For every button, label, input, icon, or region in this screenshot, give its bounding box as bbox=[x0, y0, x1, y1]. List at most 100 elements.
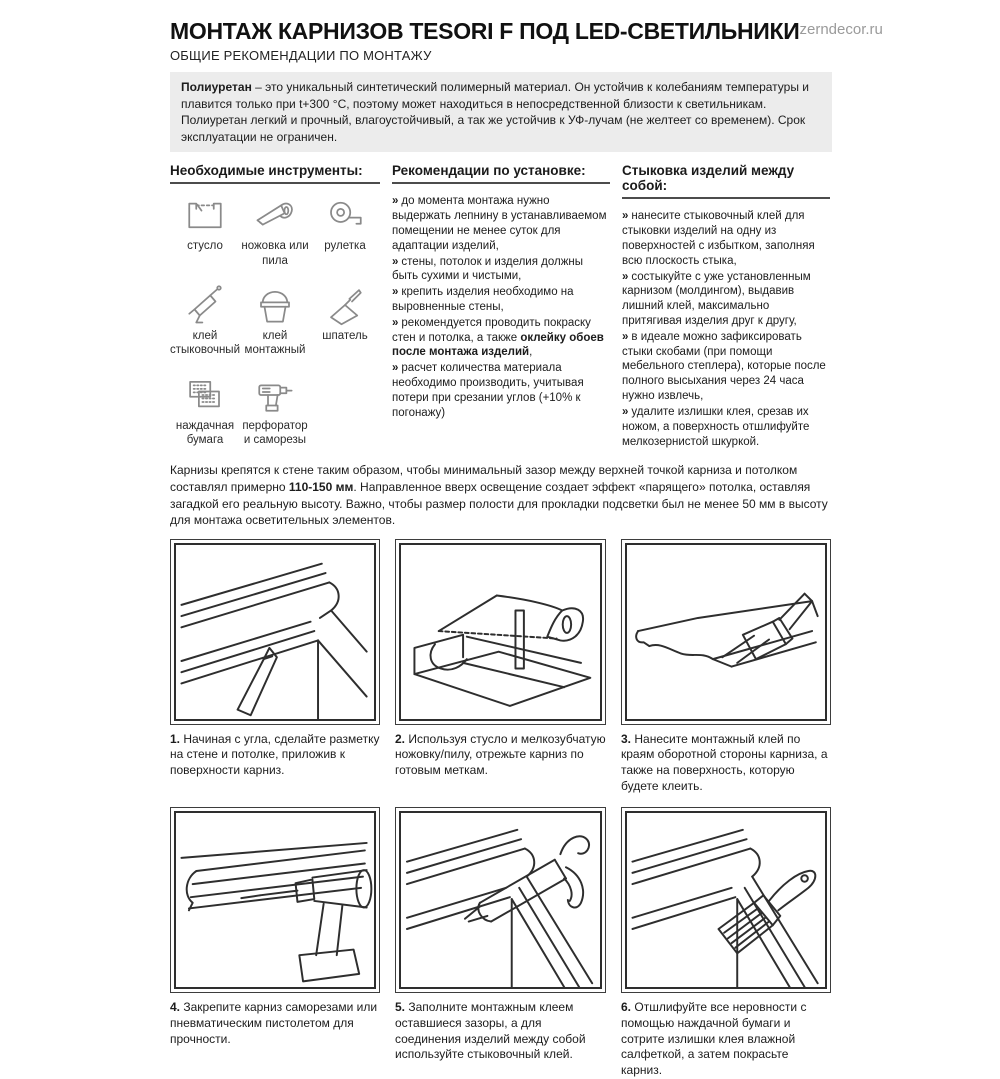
item-text: до момента монтажа нужно выдержать лепни… bbox=[392, 195, 607, 252]
bullet-icon: » bbox=[392, 286, 399, 299]
bullet-icon: » bbox=[392, 362, 399, 375]
tool-sandpaper: наждачная бумага bbox=[170, 374, 240, 448]
joining-item: »удалите излишки клея, срезав их ножом, … bbox=[622, 405, 830, 449]
recommendation-item: »до момента монтажа нужно выдержать лепн… bbox=[392, 194, 610, 253]
step-caption: 5. Заполните монтажным клеем оставшиеся … bbox=[395, 1000, 606, 1063]
tool-label: шпатель bbox=[322, 329, 368, 342]
joining-column: Стыковка изделий между собой: »нанесите … bbox=[622, 163, 830, 450]
step-3: 3. Нанесите монтажный клей по краям обор… bbox=[621, 538, 831, 795]
bullet-icon: » bbox=[622, 270, 629, 283]
item-text: удалите излишки клея, срезав их ножом, а… bbox=[622, 405, 810, 448]
header: МОНТАЖ КАРНИЗОВ TESORI F ПОД LED-СВЕТИЛЬ… bbox=[170, 18, 883, 45]
bullet-icon: » bbox=[392, 195, 399, 208]
item-text: нанесите стыковочный клей для стыковки и… bbox=[622, 210, 815, 267]
miter-box-saw-illustration bbox=[413, 594, 592, 707]
step-text: Начиная с угла, сделайте разметку на сте… bbox=[170, 731, 380, 778]
drill-icon bbox=[258, 384, 293, 412]
tool-label: рулетка bbox=[324, 240, 366, 253]
tool-tape-measure: рулетка bbox=[310, 194, 380, 268]
page-subtitle: ОБЩИЕ РЕКОМЕНДАЦИИ ПО МОНТАЖУ bbox=[170, 48, 432, 63]
item-text: расчет количества материала необходимо п… bbox=[392, 362, 584, 419]
joining-heading: Стыковка изделий между собой: bbox=[622, 163, 830, 200]
tool-miter-box: стусло bbox=[170, 194, 240, 268]
tool-label: клей монтажный bbox=[244, 329, 306, 357]
bullet-icon: » bbox=[622, 330, 629, 343]
step-2: 2. Используя стусло и мелкозубчатую ножо… bbox=[395, 538, 606, 795]
tool-handsaw: ножовка или пила bbox=[240, 194, 310, 268]
item-text: рекомендуется проводить покраску стен и … bbox=[392, 316, 591, 344]
columns: Необходимые инструменты: стусло bbox=[170, 163, 832, 450]
note-text: Карнизы крепятся к стене таким образом, … bbox=[170, 463, 798, 494]
step-caption: 4. Закрепите карниз саморезами или пневм… bbox=[170, 1000, 380, 1047]
step-2-frame bbox=[395, 538, 606, 725]
tools-grid: стусло ножовка или пила bbox=[170, 194, 380, 447]
item-text: крепить изделия необходимо на выровненны… bbox=[392, 286, 574, 313]
step-3-frame bbox=[621, 538, 831, 725]
tool-putty-knife: шпатель bbox=[310, 284, 380, 358]
miter-box-icon bbox=[188, 202, 222, 229]
sandpaper-icon bbox=[189, 380, 220, 407]
tools-heading: Необходимые инструменты: bbox=[170, 163, 380, 185]
instruction-sheet: МОНТАЖ КАРНИЗОВ TESORI F ПОД LED-СВЕТИЛЬ… bbox=[170, 18, 883, 1078]
tool-bucket: клей монтажный bbox=[240, 284, 310, 358]
step-4-frame bbox=[170, 806, 380, 993]
bullet-icon: » bbox=[392, 316, 399, 329]
item-text: состыкуйте с уже установленным карнизом … bbox=[622, 270, 811, 327]
recommendations-heading: Рекомендации по установке: bbox=[392, 163, 610, 185]
item-bold: оклейку обоев после монтажа изделий bbox=[392, 331, 604, 359]
note-tail: . Направленное вверх освещение создает э… bbox=[170, 479, 828, 528]
step-text: Используя стусло и мелкозубчатую ножовку… bbox=[395, 731, 606, 778]
tool-caulk-gun: клей стыковочный bbox=[170, 284, 240, 358]
caulk-gun-joint-illustration bbox=[405, 828, 594, 987]
handsaw-icon bbox=[256, 202, 293, 226]
item-text: в идеале можно зафиксировать стыки скоба… bbox=[622, 330, 826, 403]
step-5: 5. Заполните монтажным клеем оставшиеся … bbox=[395, 806, 606, 1079]
step-text: Закрепите карниз саморезами или пневмати… bbox=[170, 999, 378, 1046]
intro-text: – это уникальный синтетический полимерны… bbox=[181, 80, 809, 144]
step-caption: 2. Используя стусло и мелкозубчатую ножо… bbox=[395, 732, 606, 779]
paint-brush-cornice-illustration bbox=[631, 828, 819, 987]
bullet-icon: » bbox=[622, 405, 629, 418]
bullet-icon: » bbox=[622, 210, 629, 223]
recommendation-item: »расчет количества материала необходимо … bbox=[392, 361, 610, 420]
putty-knife-icon bbox=[330, 289, 362, 326]
steps-grid: 1. Начиная с угла, сделайте разметку на … bbox=[170, 538, 832, 1079]
recommendation-item: »рекомендуется проводить покраску стен и… bbox=[392, 316, 610, 360]
step-text: Отшлифуйте все неровности с помощью нажд… bbox=[621, 999, 807, 1078]
step-5-frame bbox=[395, 806, 606, 993]
step-text: Заполните монтажным клеем оставшиеся заз… bbox=[395, 999, 586, 1062]
tool-label: перфоратор и саморезы bbox=[242, 419, 308, 447]
tool-label: наждачная бумага bbox=[175, 419, 235, 447]
recommendation-item: »крепить изделия необходимо на выровненн… bbox=[392, 285, 610, 315]
mounting-note: Карнизы крепятся к стене таким образом, … bbox=[170, 462, 832, 528]
joining-item: »состыкуйте с уже установленным карнизом… bbox=[622, 270, 830, 329]
step-number: 4. bbox=[170, 999, 181, 1014]
tool-label: ножовка или пила bbox=[241, 240, 309, 267]
tool-drill: перфоратор и саморезы bbox=[240, 374, 310, 448]
pencil-marking-corner-illustration bbox=[180, 562, 368, 719]
step-number: 5. bbox=[395, 999, 406, 1014]
tool-label: стусло bbox=[187, 240, 223, 253]
caulk-gun-icon bbox=[188, 285, 222, 324]
site-url: zerndecor.ru bbox=[799, 21, 883, 38]
step-1: 1. Начиная с угла, сделайте разметку на … bbox=[170, 538, 380, 795]
tape-measure-icon bbox=[330, 202, 362, 225]
step-caption: 1. Начиная с угла, сделайте разметку на … bbox=[170, 732, 380, 779]
step-6-frame bbox=[621, 806, 831, 993]
recommendations-column: Рекомендации по установке: »до момента м… bbox=[392, 163, 610, 450]
intro-lead: Полиуретан bbox=[181, 80, 252, 94]
tools-column: Необходимые инструменты: стусло bbox=[170, 163, 380, 450]
glue-brush-cornice-illustration bbox=[635, 592, 819, 668]
step-number: 1. bbox=[170, 731, 181, 746]
item-tail: , bbox=[529, 346, 533, 359]
step-1-frame bbox=[170, 538, 380, 725]
note-bold: 110-150 мм bbox=[288, 479, 354, 494]
step-caption: 6. Отшлифуйте все неровности с помощью н… bbox=[621, 1000, 831, 1079]
item-text: стены, потолок и изделия должны быть сух… bbox=[392, 255, 584, 283]
recommendation-item: »стены, потолок и изделия должны быть су… bbox=[392, 255, 610, 285]
step-text: Нанесите монтажный клей по краям оборотн… bbox=[621, 731, 828, 794]
intro-box: Полиуретан – это уникальный синтетически… bbox=[170, 72, 832, 153]
bullet-icon: » bbox=[392, 255, 399, 268]
bucket-icon bbox=[260, 290, 290, 323]
step-number: 3. bbox=[621, 731, 632, 746]
